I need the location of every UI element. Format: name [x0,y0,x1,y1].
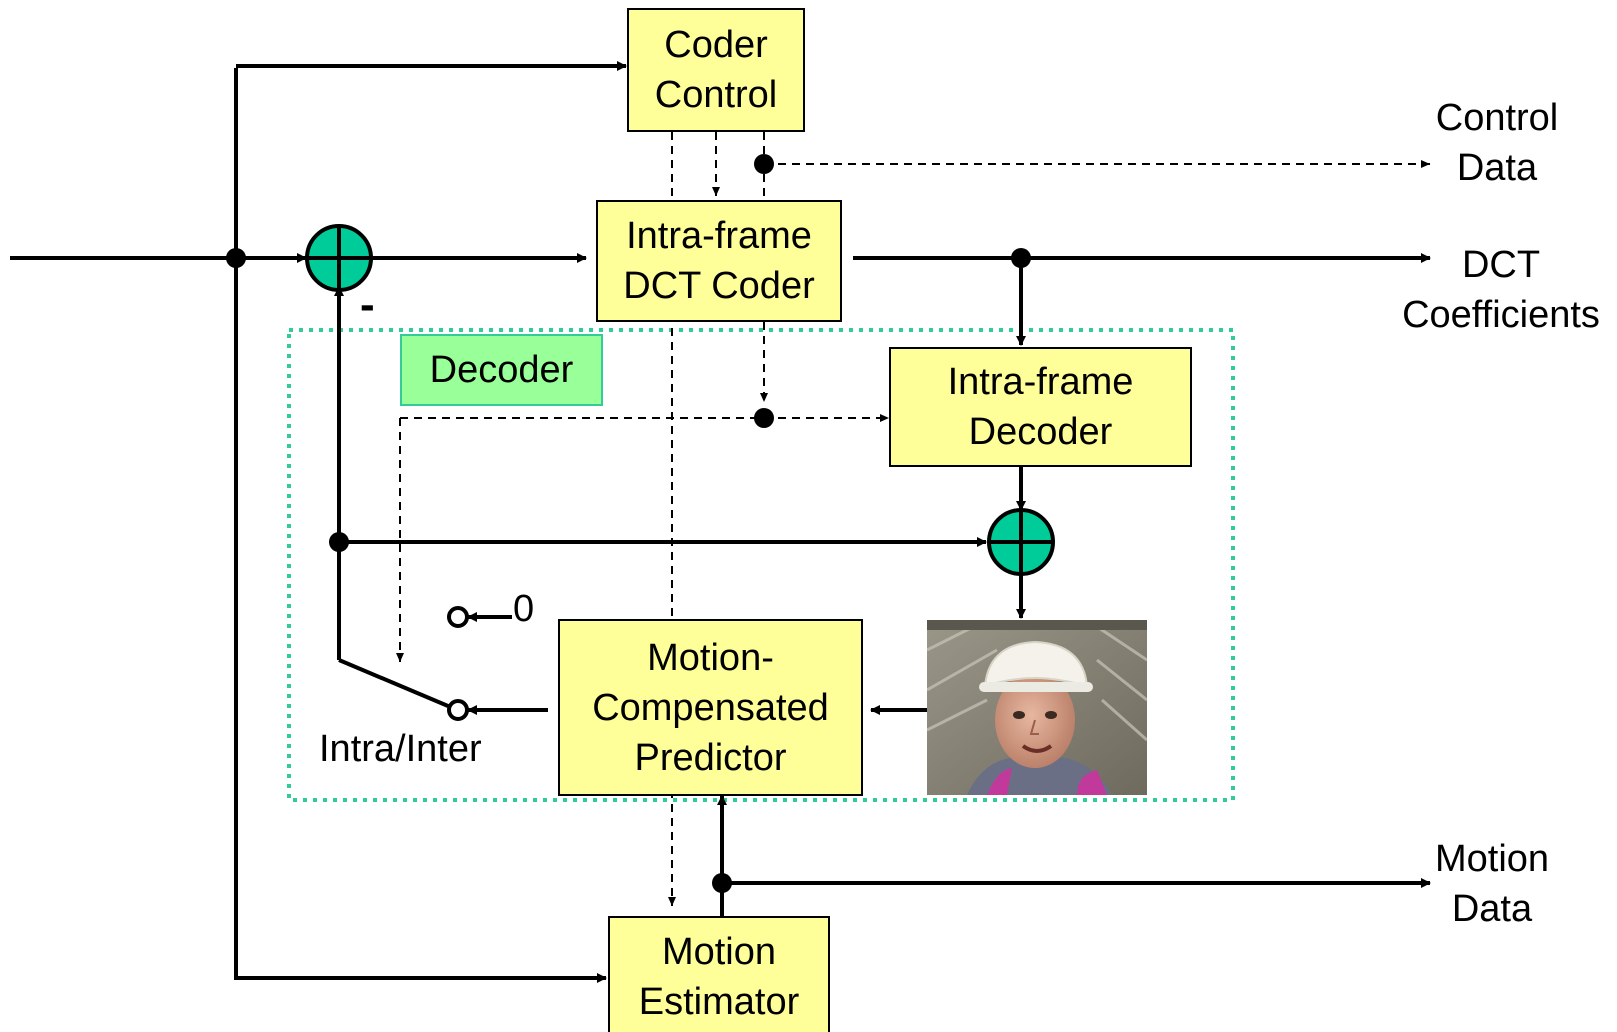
coder-control-block: Coder Control [627,8,805,132]
junction-dot [754,408,774,428]
decoder-tag: Decoder [400,334,603,406]
switch-contact-predictor [447,699,469,721]
intra-inter-label: Intra/Inter [319,728,482,770]
junction-dot [226,248,246,268]
adder-reconstruction-icon [987,508,1055,576]
switch-contact-zero [447,606,469,628]
junction-dot [712,873,732,893]
output-dct-coefficients: DCT Coefficients [1402,244,1600,336]
mc-predictor-block: Motion- Compensated Predictor [558,619,863,796]
intra-decoder-block: Intra-frame Decoder [889,347,1192,467]
dct-coder-block: Intra-frame DCT Coder [596,200,842,322]
frame-image [927,620,1147,795]
dashed-lines [396,132,1430,906]
output-motion-data: Motion Data [1434,838,1550,930]
zero-label: 0 [513,588,535,630]
junction-dots [226,154,1031,893]
junction-dot [329,532,349,552]
junction-dot [754,154,774,174]
output-control-data: Control Data [1435,97,1559,189]
solid-lines [10,61,1431,983]
adder-input-icon [305,224,373,292]
minus-sign: - [360,280,375,329]
motion-estimator-block: Motion Estimator [608,916,830,1032]
decoder-region [287,328,1235,802]
junction-dot [1011,248,1031,268]
